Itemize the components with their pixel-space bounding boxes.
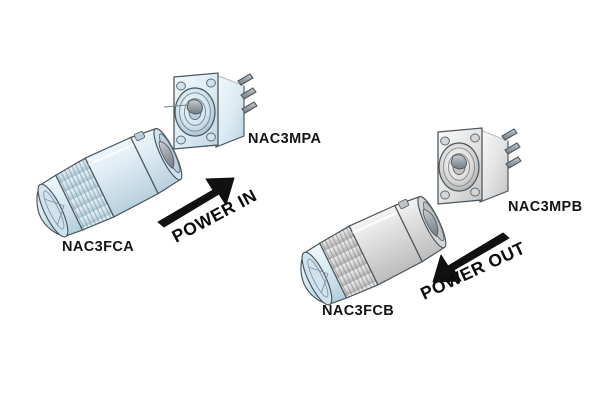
nac3mpa-leader-line: [163, 104, 189, 108]
nac3fca-strain-relief: [36, 174, 84, 238]
nac3mpb-socket-face: [438, 142, 480, 192]
nac3mpa-screw-holes: [176, 78, 216, 145]
nac3mpa-socket-face: [163, 87, 216, 137]
label-nac3fcb: NAC3FCB: [322, 303, 394, 319]
nac3mpb-keyway: [450, 154, 467, 170]
nac3mpa-keyway: [186, 99, 203, 115]
nac3fca-latch-tab: [134, 130, 146, 142]
label-nac3fca: NAC3FCA: [62, 239, 134, 255]
label-nac3mpa: NAC3MPA: [248, 131, 322, 147]
connector-nac3mpb: [437, 127, 522, 205]
connector-nac3fcb: [300, 195, 447, 306]
connector-nac3fca: [36, 127, 183, 238]
nac3mpb-screw-holes: [440, 133, 480, 200]
power-in-group: NAC3FCA NAC3MPA POWER IN: [36, 72, 322, 255]
label-nac3mpb: NAC3MPB: [508, 199, 583, 215]
power-out-group: NAC3FCB NAC3MPB POWER OUT: [300, 127, 583, 319]
nac3mpa-solder-tabs: [237, 73, 258, 114]
nac3fca-latch-collar: [129, 127, 183, 195]
power-in-arrow: [157, 177, 235, 228]
connector-nac3mpa: [163, 72, 258, 150]
nac3mpb-solder-tabs: [501, 128, 522, 169]
nac3fcb-latch-tab: [398, 198, 410, 210]
nac3mpb-rear-housing: [479, 128, 522, 203]
nac3fcb-strain-relief: [300, 242, 348, 306]
power-out-arrow: [432, 232, 510, 283]
nac3fcb-latch-collar: [393, 195, 447, 263]
